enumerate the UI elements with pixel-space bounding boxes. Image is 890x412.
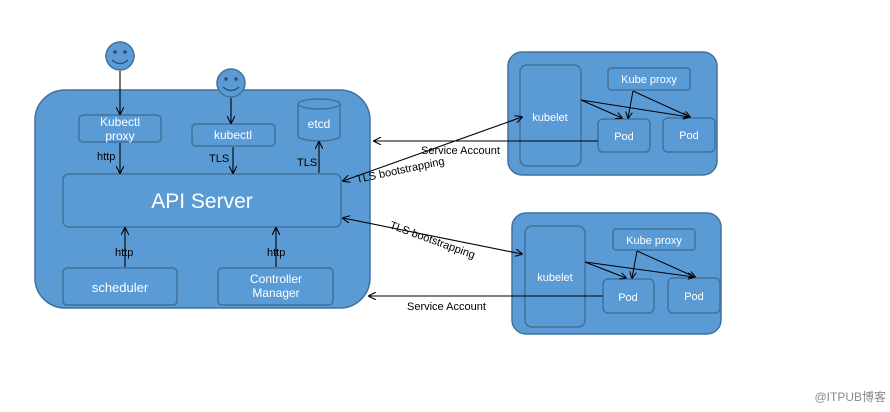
node-2-pod-b-label: Pod [684,291,704,303]
api-server-label: API Server [151,190,253,213]
label-line: Controller [250,272,302,286]
etcd-cylinder [297,98,341,142]
arrow-node-1-proxy-to-pod-a [628,90,634,118]
user-face-icon [105,41,135,71]
controller-manager-box [217,267,334,306]
edge-label-tls-bootstrapping-2: TLS bootstrapping [388,220,477,262]
node-2-kubelet-label: kubelet [537,272,572,284]
scheduler-box [62,267,178,306]
arrow-node-1-kubelet-to-pod-b [580,99,689,117]
node-1-pod-a-label: Pod [614,131,634,143]
kubectl-box [191,123,276,147]
node-1-kube-proxy-box [607,67,691,91]
edge-label-http-scheduler: http [115,247,133,259]
node-1-pod-b-label: Pod [679,130,699,142]
node-2-kube-proxy-label: Kube proxy [626,235,682,247]
watermark: @ITPUB博客 [814,389,886,404]
kubectl-label: kubectl [214,128,252,142]
label-line: proxy [105,129,134,143]
node-2-pod-a-label: Pod [618,292,638,304]
user-face-icon [216,68,246,98]
arrow-tls-bootstrapping-1 [343,117,522,181]
edge-label-http-controller: http [267,247,285,259]
etcd-label: etcd [308,117,331,131]
edge-label-service-account-1: Service Account [421,145,500,157]
edge-label-service-account-2: Service Account [407,301,486,313]
edge-label-tls-etcd: TLS [297,157,317,169]
node-2-kube-proxy-box [612,228,696,251]
edge-label-http-proxy: http [97,151,115,163]
label-line: Kubectl [100,115,140,129]
arrow-node-2-proxy-to-pod-a [632,250,638,278]
edge-label-tls-kubectl: TLS [209,153,229,165]
node-1-kubelet-label: kubelet [532,112,567,124]
arrow-node-2-kubelet-to-pod-a [584,261,626,278]
node-2-kubelet-box [524,225,586,328]
node-1-pod-a-box [597,118,651,153]
arrow-node-2-kubelet-to-pod-b [584,261,694,277]
scheduler-label: scheduler [92,280,149,295]
arrow-node-1-proxy-to-pod-b [632,90,690,117]
arrow-tls-bootstrapping-2 [343,218,522,254]
api-server-box [62,173,342,228]
kubectl-proxy-box [78,114,162,143]
node-1-kube-proxy-label: Kube proxy [621,74,677,86]
arrow-node-2-proxy-to-pod-b [636,250,695,277]
label-line: Manager [252,286,299,300]
arrow-node-1-kubelet-to-pod-a [580,99,622,118]
